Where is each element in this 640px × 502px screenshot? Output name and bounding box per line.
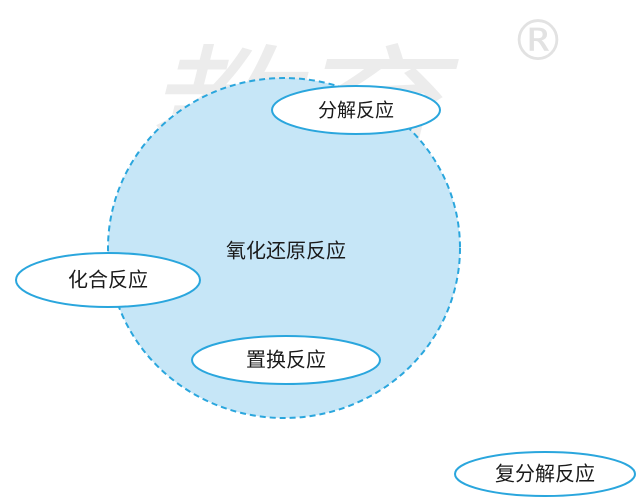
combination-label: 化合反应 — [68, 268, 148, 292]
displacement-label: 置换反应 — [246, 348, 326, 372]
combination-ellipse — [15, 252, 201, 308]
double-decomposition-reaction-set: 复分解反应 — [454, 451, 636, 497]
double-decomposition-ellipse — [454, 451, 636, 497]
decomposition-label: 分解反应 — [318, 100, 394, 122]
redox-reaction-set — [107, 77, 461, 419]
combination-reaction-set: 化合反应 — [15, 252, 201, 308]
double-decomposition-label: 复分解反应 — [495, 462, 595, 486]
displacement-ellipse — [191, 335, 381, 385]
displacement-reaction-set: 置换反应 — [191, 335, 381, 385]
decomposition-reaction-set: 分解反应 — [271, 85, 441, 135]
registered-mark-icon: ® — [510, 9, 566, 74]
decomposition-ellipse — [271, 85, 441, 135]
redox-reaction-label: 氧化还原反应 — [226, 239, 346, 263]
